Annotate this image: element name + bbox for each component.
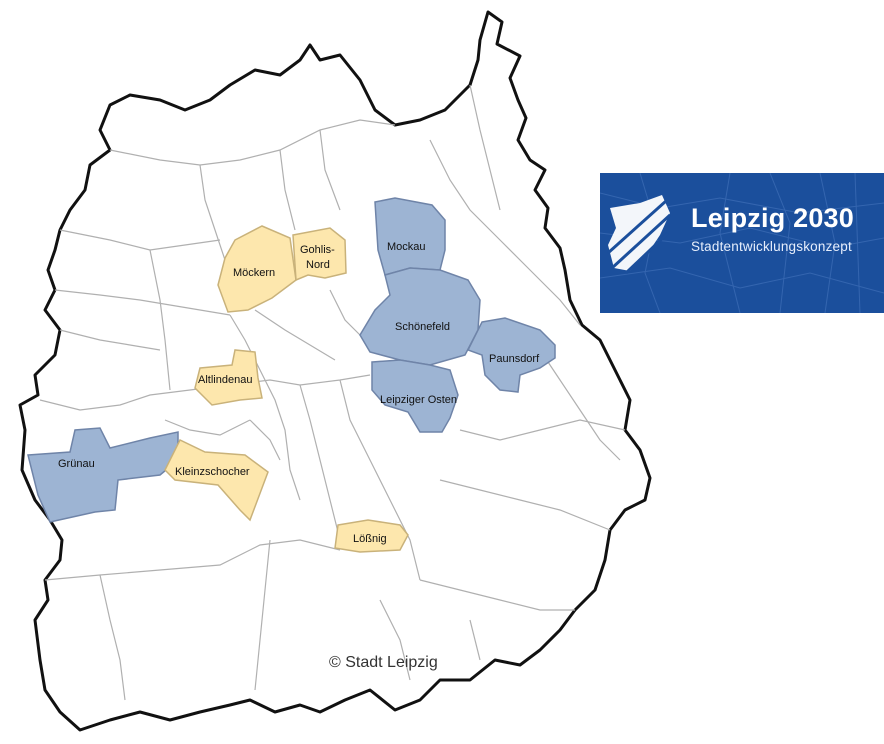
city-outline bbox=[18, 10, 652, 732]
yellow-districts bbox=[164, 225, 409, 553]
label-gruenau: Grünau bbox=[58, 458, 95, 470]
district-mockau[interactable] bbox=[374, 197, 446, 276]
logo-title: Leipzig 2030 bbox=[691, 203, 854, 233]
district-borders bbox=[39, 84, 626, 701]
district-moeckern[interactable] bbox=[217, 225, 297, 313]
label-gohlis-line2: Nord bbox=[306, 259, 330, 271]
leipzig-2030-logo: Leipzig 2030 Stadtentwicklungskonzept bbox=[600, 173, 884, 313]
label-moeckern: Möckern bbox=[233, 267, 275, 279]
copyright-notice: © Stadt Leipzig bbox=[329, 654, 438, 671]
district-labels: Mockau Schönefeld Paunsdorf Leipziger Os… bbox=[58, 241, 540, 545]
label-loessnig: Lößnig bbox=[353, 533, 387, 545]
city-silhouette-icon bbox=[606, 195, 672, 275]
district-leipziger-osten[interactable] bbox=[371, 359, 459, 433]
district-kleinzschocher[interactable] bbox=[164, 439, 269, 522]
label-kleinzschocher: Kleinzschocher bbox=[175, 466, 250, 478]
eastern-districts bbox=[27, 197, 556, 523]
district-altlindenau[interactable] bbox=[194, 349, 263, 406]
district-gohlis-nord[interactable] bbox=[292, 227, 347, 282]
label-leipziger-osten: Leipziger Osten bbox=[380, 394, 457, 406]
district-loessnig[interactable] bbox=[334, 519, 409, 553]
label-altlindenau: Altlindenau bbox=[198, 374, 252, 386]
district-schoenefeld[interactable] bbox=[359, 267, 481, 366]
label-schoenefeld: Schönefeld bbox=[395, 321, 450, 333]
logo-subtitle: Stadtentwicklungskonzept bbox=[691, 239, 852, 254]
label-gohlis-line1: Gohlis- bbox=[300, 244, 335, 256]
logo-background bbox=[600, 173, 884, 313]
label-mockau: Mockau bbox=[387, 241, 426, 253]
label-paunsdorf: Paunsdorf bbox=[489, 353, 540, 365]
district-paunsdorf[interactable] bbox=[466, 317, 556, 393]
